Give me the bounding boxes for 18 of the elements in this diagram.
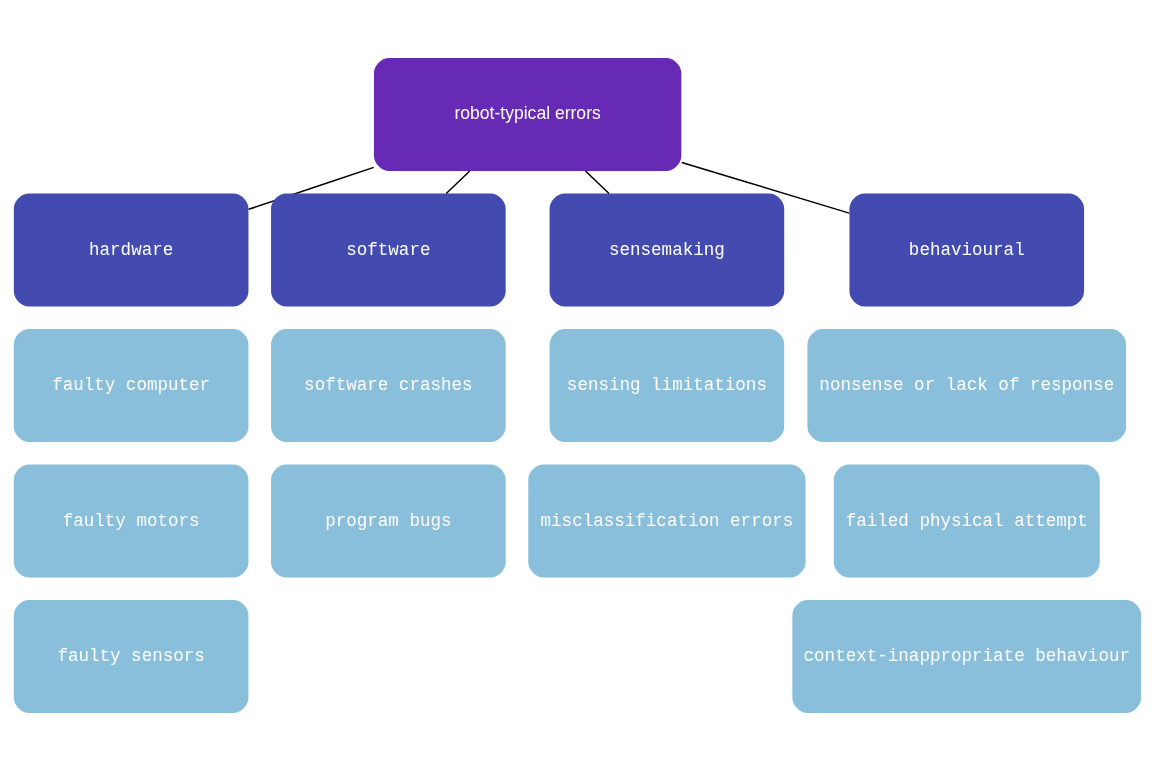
node-box: faulty sensors <box>13 599 249 713</box>
node-box: context-inappropriate behaviour <box>792 599 1142 713</box>
node-box: nonsense or lack of response <box>807 328 1127 442</box>
node-box: misclassification errors <box>528 464 806 577</box>
node-box: sensing limitations <box>549 328 785 442</box>
node-box: faulty computer <box>13 328 249 442</box>
node-box: behavioural <box>849 193 1085 306</box>
node-box: robot-typical errors <box>373 57 682 171</box>
connector <box>584 169 610 194</box>
node-box: faulty motors <box>13 464 249 577</box>
node-box: program bugs <box>271 464 506 577</box>
node-box: failed physical attempt <box>833 464 1100 577</box>
connector <box>445 169 471 194</box>
node-box: hardware <box>13 193 249 306</box>
connector <box>681 161 850 214</box>
node-box: software crashes <box>271 328 506 442</box>
node-box: sensemaking <box>549 193 785 306</box>
node-box: software <box>271 193 506 306</box>
